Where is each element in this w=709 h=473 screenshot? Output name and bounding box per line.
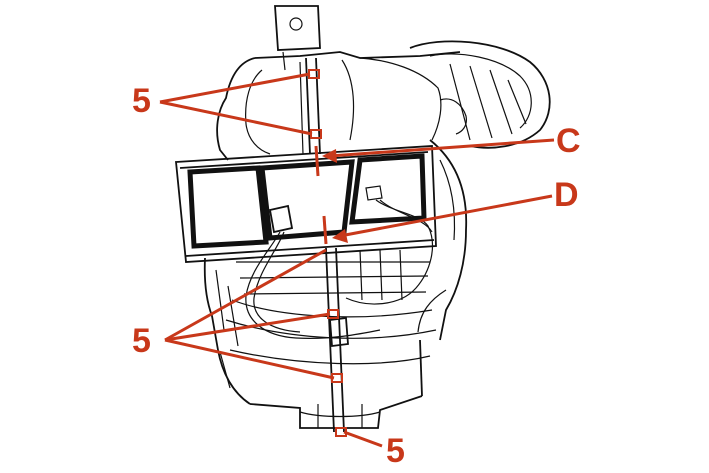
callout-labels: 5 C D 5 5: [132, 82, 581, 470]
leader-c: [329, 138, 555, 158]
arrowhead-d: [332, 229, 348, 243]
cabin-filter-frame: [175, 145, 437, 263]
callout-5-top: 5: [132, 82, 151, 120]
housing-line-art: [203, 5, 551, 429]
callout-c: C: [556, 122, 581, 160]
reference-tick-d: [322, 215, 328, 245]
leader-5-bottom: [343, 430, 383, 448]
leader-5-mid-b: [164, 312, 331, 342]
leader-5-mid-c: [164, 338, 335, 380]
leader-5-top-a: [159, 72, 311, 104]
arrowhead-c: [322, 149, 337, 163]
callout-d: D: [554, 176, 579, 214]
callout-5-middle: 5: [132, 322, 151, 360]
callout-5-bottom: 5: [386, 432, 405, 470]
reference-tick-c: [314, 145, 320, 177]
leader-5-top-b: [159, 100, 313, 136]
leader-5-mid-a: [164, 248, 327, 342]
leader-d: [339, 194, 553, 238]
callout-leaders: [159, 72, 555, 448]
wiring-harness: [245, 185, 434, 348]
